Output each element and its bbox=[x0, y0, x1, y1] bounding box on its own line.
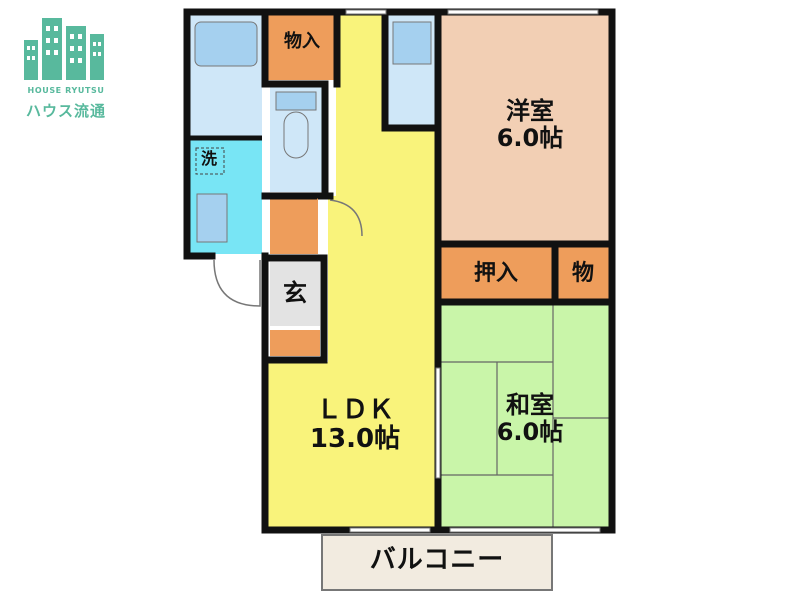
tatami-lines bbox=[441, 305, 609, 528]
japanese-room bbox=[441, 305, 609, 528]
balcony-label: バルコニー bbox=[369, 545, 505, 575]
closet bbox=[441, 247, 553, 299]
storage-top-label: 物入 bbox=[284, 31, 320, 52]
entrance-label: 玄 bbox=[283, 279, 307, 307]
storage-small bbox=[557, 247, 609, 299]
western-room-name: 洋室 bbox=[506, 97, 554, 125]
japanese-room-size: 6.0帖 bbox=[496, 417, 564, 446]
balcony bbox=[321, 534, 553, 591]
door-swings bbox=[213, 199, 363, 307]
ldk-label: ＬＤＫ 13.0帖 bbox=[290, 395, 420, 455]
bathtub bbox=[194, 21, 258, 67]
western-room bbox=[441, 14, 609, 242]
toilet-bowl bbox=[283, 111, 309, 159]
sink bbox=[196, 193, 228, 243]
entrance-storage bbox=[270, 330, 320, 356]
building-icon bbox=[24, 18, 104, 80]
brand-name-en: HOUSE RYUTSU bbox=[27, 86, 105, 95]
western-room-size: 6.0帖 bbox=[496, 123, 564, 152]
washing-machine-area bbox=[195, 147, 225, 175]
storage-small-label: 物 bbox=[571, 261, 594, 286]
ldk-name: ＬＤＫ bbox=[315, 395, 394, 425]
brand-logo: HOUSE RYUTSU ハウス流通 bbox=[14, 12, 118, 120]
japanese-room-name: 和室 bbox=[506, 391, 554, 419]
japanese-room-label: 和室 6.0帖 bbox=[475, 392, 585, 446]
entrance bbox=[270, 262, 320, 326]
ldk-size: 13.0帖 bbox=[309, 424, 401, 455]
kitchen-sink bbox=[392, 21, 432, 65]
western-room-label: 洋室 6.0帖 bbox=[475, 98, 585, 152]
toilet-tank bbox=[275, 91, 317, 111]
washroom-label: 洗 bbox=[200, 149, 217, 168]
brand-name-ja: ハウス流通 bbox=[25, 102, 106, 120]
closet-label: 押入 bbox=[473, 261, 518, 286]
storage-top bbox=[268, 14, 336, 80]
ldk-room bbox=[268, 14, 436, 528]
